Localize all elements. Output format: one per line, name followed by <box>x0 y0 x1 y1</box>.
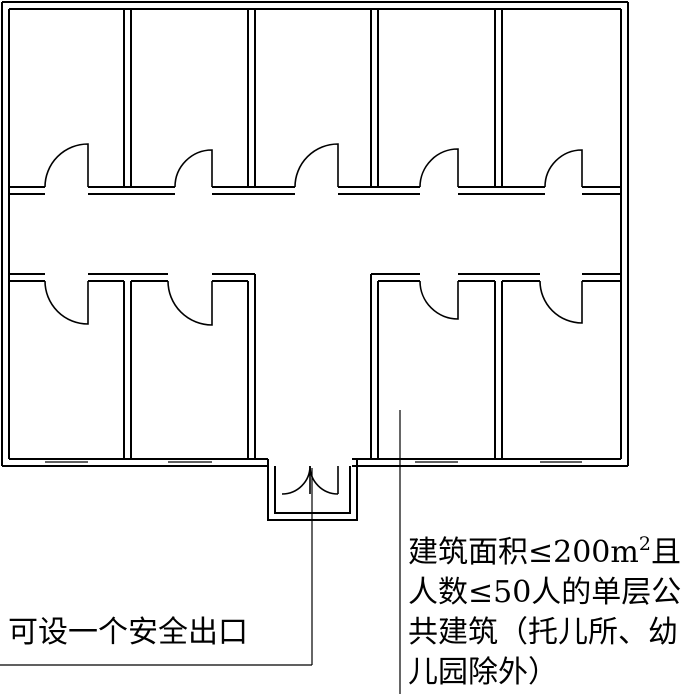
desc-line-4: 儿园除外） <box>408 655 558 690</box>
building-description: 建筑面积≤200m2且 人数≤50人的单层公 共建筑（托儿所、幼 儿园除外） <box>408 533 681 690</box>
desc-line-3: 共建筑（托儿所、幼 <box>408 615 678 650</box>
room-doors <box>44 143 583 326</box>
desc-line-2: 人数≤50人的单层公 <box>408 575 681 610</box>
exterior-walls <box>1 1 629 467</box>
desc-line-1: 建筑面积≤200m2且 <box>408 533 681 570</box>
leader-lines <box>0 410 401 694</box>
partition-walls <box>9 9 621 459</box>
exit-label: 可设一个安全出口 <box>8 615 248 650</box>
exit-label-text: 可设一个安全出口 <box>8 615 248 650</box>
